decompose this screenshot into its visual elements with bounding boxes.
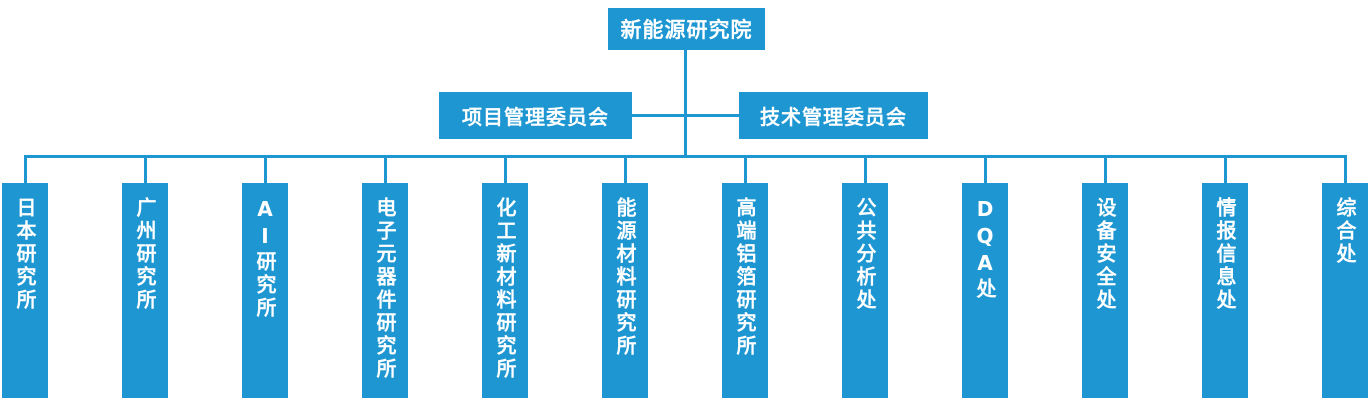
department-label: 公共分析处 <box>853 197 877 312</box>
department-drop-line <box>984 155 987 184</box>
department-label: 综合处 <box>1333 197 1357 266</box>
department-drop-line <box>24 155 27 184</box>
department-label: 广州研究所 <box>133 197 157 312</box>
committee-box-project-management: 项目管理委员会 <box>439 92 632 139</box>
committee-box-technology-management: 技术管理委员会 <box>739 92 928 139</box>
department-box: 能源材料研究所 <box>602 183 648 398</box>
department-drop-line <box>624 155 627 184</box>
department-drop-line <box>744 155 747 184</box>
department-label: 高端铝箔研究所 <box>733 197 757 358</box>
department-label: AI研究所 <box>253 197 277 320</box>
department-drop-line <box>504 155 507 184</box>
committee-label: 技术管理委员会 <box>760 105 907 129</box>
root-node-label: 新能源研究院 <box>620 18 753 42</box>
department-box: AI研究所 <box>242 183 288 398</box>
department-box: 电子元器件研究所 <box>362 183 408 398</box>
department-box: 公共分析处 <box>842 183 888 398</box>
root-node-box: 新能源研究院 <box>608 8 765 50</box>
department-drop-line <box>144 155 147 184</box>
department-label: 日本研究所 <box>13 197 37 312</box>
committee-label: 项目管理委员会 <box>462 105 609 129</box>
department-box: 情报信息处 <box>1202 183 1248 398</box>
department-label: 情报信息处 <box>1213 197 1237 312</box>
department-label: DQA处 <box>973 197 997 301</box>
department-box: 设备安全处 <box>1082 183 1128 398</box>
department-box: 高端铝箔研究所 <box>722 183 768 398</box>
department-drop-line <box>1344 155 1347 184</box>
department-box: 综合处 <box>1322 183 1368 398</box>
department-label: 化工新材料研究所 <box>493 197 517 381</box>
department-label: 能源材料研究所 <box>613 197 637 358</box>
department-drop-line <box>1224 155 1227 184</box>
department-drop-line <box>264 155 267 184</box>
department-box: 化工新材料研究所 <box>482 183 528 398</box>
department-box: 日本研究所 <box>2 183 48 398</box>
trunk-connector-line <box>684 50 687 158</box>
department-drop-line <box>864 155 867 184</box>
department-label: 电子元器件研究所 <box>373 197 397 381</box>
committee-connector-line <box>632 114 739 117</box>
department-box: 广州研究所 <box>122 183 168 398</box>
department-bus-line <box>24 155 1347 158</box>
department-label: 设备安全处 <box>1093 197 1117 312</box>
department-drop-line <box>1104 155 1107 184</box>
department-drop-line <box>384 155 387 184</box>
department-box: DQA处 <box>962 183 1008 398</box>
